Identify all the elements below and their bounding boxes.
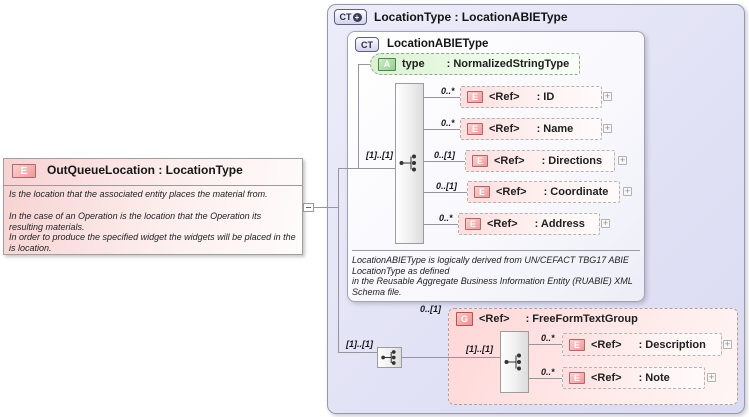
ref-label: <Ref>	[496, 186, 527, 198]
cardinality-label: 0..*	[439, 213, 453, 223]
element-name: : Address	[534, 218, 585, 230]
element-icon: E	[12, 164, 36, 178]
connector-line	[314, 207, 338, 208]
ct-badge-label: CT	[361, 39, 373, 50]
element-name: : ID	[536, 91, 555, 103]
connector-line	[529, 344, 562, 345]
expand-icon[interactable]: +	[603, 91, 612, 101]
left-element-annotation: Is the location that the associated enti…	[9, 189, 268, 199]
group-header: G <Ref> : FreeFormTextGroup	[456, 312, 638, 326]
ref-label: <Ref>	[479, 313, 510, 325]
connector-line	[402, 357, 500, 358]
cardinality-label: 0..*	[441, 86, 455, 96]
element-icon: E	[472, 155, 488, 167]
element-ref-address[interactable]: E <Ref> : Address	[458, 213, 600, 235]
element-name: : Directions	[541, 155, 603, 167]
cardinality-label: [1]..[1]	[346, 339, 373, 349]
element-ref-directions[interactable]: E <Ref> : Directions	[465, 150, 615, 172]
ref-label: <Ref>	[489, 123, 520, 135]
connector-line	[424, 192, 467, 193]
cardinality-label: 0..*	[541, 367, 555, 377]
attribute-icon: A	[378, 57, 396, 71]
group-icon: G	[456, 312, 473, 326]
ref-label: <Ref>	[487, 218, 518, 230]
cardinality-label: 0..[1]	[436, 181, 458, 191]
connector-line	[358, 64, 359, 168]
divider	[352, 250, 640, 251]
collapse-icon[interactable]	[303, 203, 314, 212]
element-ref-description[interactable]: E <Ref> : Description	[562, 333, 722, 356]
element-ref-id[interactable]: E <Ref> : ID	[460, 86, 602, 108]
outer-type-title: LocationType : LocationABIEType	[374, 10, 568, 24]
plus-circle-icon: +	[352, 12, 362, 22]
sequence-icon	[398, 153, 420, 173]
element-name: : Note	[638, 372, 670, 384]
cardinality-label: 0..*	[541, 333, 555, 343]
element-icon: E	[467, 91, 483, 103]
divider	[4, 185, 302, 186]
cardinality-label: 0..*	[441, 118, 455, 128]
complextype-icon: CT	[355, 37, 379, 52]
connector-line	[358, 64, 370, 65]
inner-type-annotation-line: in the Reusable Aggregate Business Infor…	[352, 276, 633, 286]
connector-line	[424, 224, 458, 225]
inner-type-title: LocationABIEType	[387, 38, 489, 50]
connector-line	[338, 168, 339, 353]
attribute-type[interactable]: A type : NormalizedStringType	[370, 53, 580, 75]
element-icon: E	[467, 123, 483, 135]
connector-line	[424, 97, 460, 98]
element-name: : Name	[536, 123, 574, 135]
inner-type-annotation-line: Schema file.	[352, 286, 402, 297]
left-element-annotation: In order to produce the specified widget…	[9, 232, 296, 253]
inner-type-annotation-line: LocationType as defined	[352, 265, 450, 276]
element-ref-note[interactable]: E <Ref> : Note	[562, 367, 705, 389]
ref-label: <Ref>	[591, 372, 622, 384]
cardinality-label: [1]..[1]	[366, 150, 393, 160]
element-icon: E	[474, 186, 490, 198]
connector-line	[424, 129, 460, 130]
connector-line	[338, 352, 377, 353]
expand-icon[interactable]: +	[623, 186, 632, 196]
connector-line	[529, 378, 562, 379]
expand-icon[interactable]: +	[618, 155, 627, 165]
expand-icon[interactable]: +	[601, 218, 610, 228]
expand-icon[interactable]: +	[723, 339, 732, 349]
complextype-plus-icon: CT+	[334, 9, 367, 25]
left-element-title: OutQueueLocation : LocationType	[47, 163, 243, 177]
ref-label: <Ref>	[494, 155, 525, 167]
element-icon: E	[569, 372, 585, 384]
element-icon: E	[569, 338, 585, 351]
ref-label: <Ref>	[591, 338, 622, 351]
connector-line	[424, 161, 465, 162]
element-outqueuelocation[interactable]	[3, 158, 303, 255]
expand-icon[interactable]: +	[707, 372, 716, 382]
group-name: : FreeFormTextGroup	[525, 313, 638, 325]
attribute-type-label: : NormalizedStringType	[446, 58, 570, 70]
element-ref-name[interactable]: E <Ref> : Name	[460, 118, 602, 140]
element-name: : Coordinate	[543, 186, 609, 198]
left-element-annotation: In the case of an Operation is the locat…	[9, 211, 262, 232]
inner-type-annotation-line: LocationABIEType is logically derived fr…	[352, 255, 629, 265]
ct-badge-label: CT	[339, 12, 352, 22]
element-ref-coordinate[interactable]: E <Ref> : Coordinate	[467, 181, 620, 203]
expand-icon[interactable]: +	[603, 123, 612, 133]
sequence-icon	[380, 349, 399, 366]
cardinality-label: 0..[1]	[420, 304, 442, 314]
ref-label: <Ref>	[489, 91, 520, 103]
element-name: : Description	[638, 338, 706, 351]
attribute-name: type	[402, 58, 425, 70]
connector-line	[338, 168, 395, 169]
sequence-icon	[503, 352, 525, 372]
cardinality-label: 0..[1]	[434, 150, 456, 160]
element-icon: E	[465, 218, 481, 230]
cardinality-label: [1]..[1]	[466, 344, 493, 354]
